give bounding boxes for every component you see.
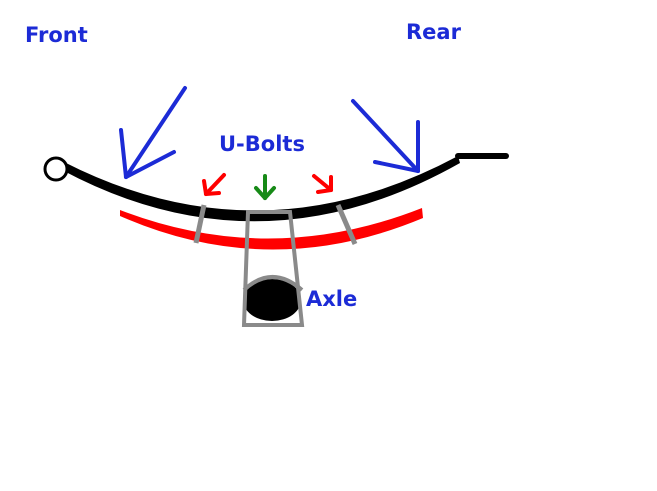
ubolts-label: U-Bolts [219,132,305,156]
left-red-arrow-icon [202,173,226,196]
axle-seat-curve [242,275,304,292]
axle [243,279,301,321]
left-leaf-clamp [193,204,207,244]
rear-arrow-icon [351,99,420,173]
center-green-arrow-icon [254,174,276,200]
right-red-arrow-icon [312,174,333,194]
main-leaf-spring [62,156,460,222]
rear-label: Rear [406,20,462,44]
front-spring-eye [43,156,69,182]
front-arrow-icon [119,86,187,179]
axle-label: Axle [306,287,357,311]
front-label: Front [25,23,88,47]
right-leaf-clamp [335,204,358,245]
